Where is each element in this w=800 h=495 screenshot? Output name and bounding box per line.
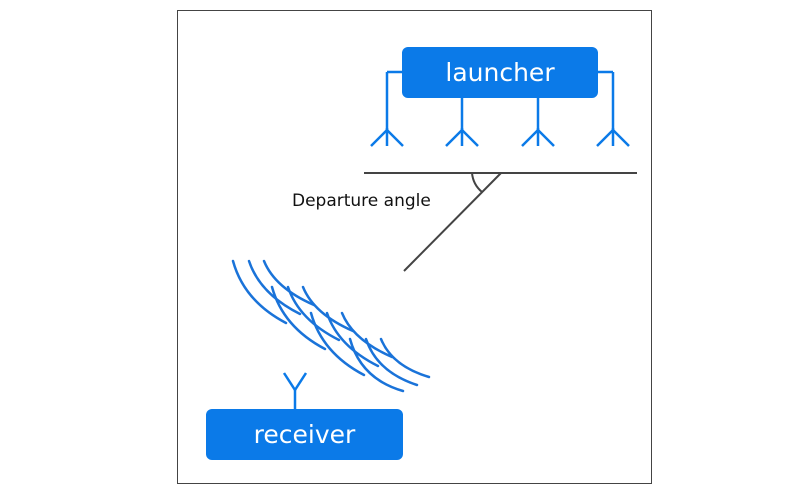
departure-line xyxy=(403,172,502,272)
launcher-box: launcher xyxy=(402,47,598,98)
receiver-box: receiver xyxy=(206,409,403,460)
wavefront-4 xyxy=(348,337,431,393)
departure-angle-label: Departure angle xyxy=(292,191,431,211)
wavefronts xyxy=(231,259,431,393)
launcher-feed-lines xyxy=(385,70,615,130)
launcher-antenna-1-icon xyxy=(370,128,404,147)
receiver-antenna-icon xyxy=(282,372,308,409)
wavefront-2 xyxy=(270,285,355,351)
departure-angle-arc xyxy=(471,172,483,193)
launcher-antenna-3-icon xyxy=(521,128,555,147)
wavefront-1 xyxy=(231,259,316,325)
launcher-antenna-2-icon xyxy=(445,128,479,147)
launcher-antenna-4-icon xyxy=(596,128,630,147)
receiver-label: receiver xyxy=(253,420,356,449)
wavefront-3 xyxy=(309,311,394,377)
launcher-label: launcher xyxy=(445,58,555,87)
